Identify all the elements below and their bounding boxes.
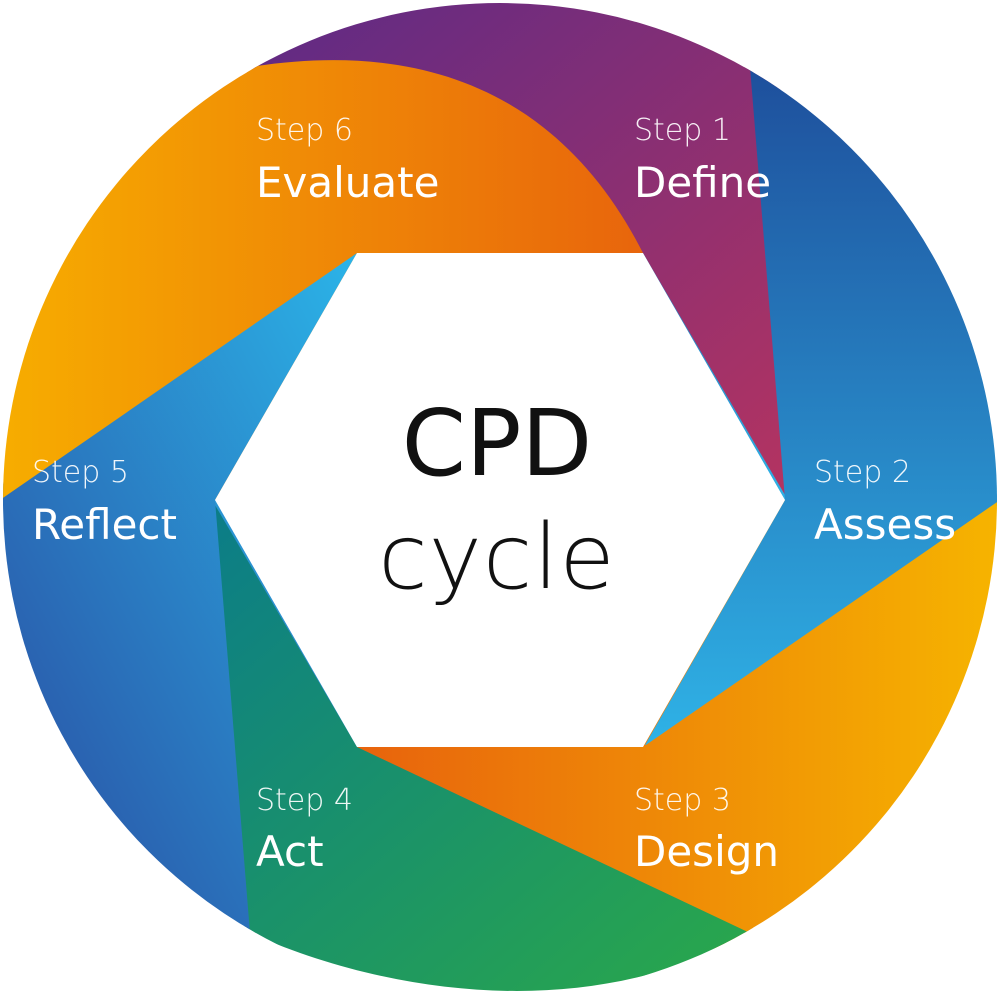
center-title: CPD (402, 390, 593, 497)
step-4-number: Step 4 (256, 783, 353, 818)
center-subtitle: cycle (378, 505, 616, 610)
step-5-number: Step 5 (32, 455, 129, 490)
step-2-title: Assess (814, 500, 956, 549)
step-1-title: Define (634, 158, 771, 207)
step-6-title: Evaluate (256, 158, 439, 207)
step-2-number: Step 2 (814, 455, 911, 490)
step-6-number: Step 6 (256, 113, 353, 148)
petal-act (176, 505, 750, 991)
center-hexagon (215, 253, 785, 747)
step-3-title: Design (634, 827, 779, 876)
step-4-title: Act (256, 827, 324, 876)
petal-evaluate (3, 60, 643, 500)
step-5-title: Reflect (32, 500, 177, 549)
step-1-number: Step 1 (634, 113, 731, 148)
step-3-number: Step 3 (634, 783, 731, 818)
